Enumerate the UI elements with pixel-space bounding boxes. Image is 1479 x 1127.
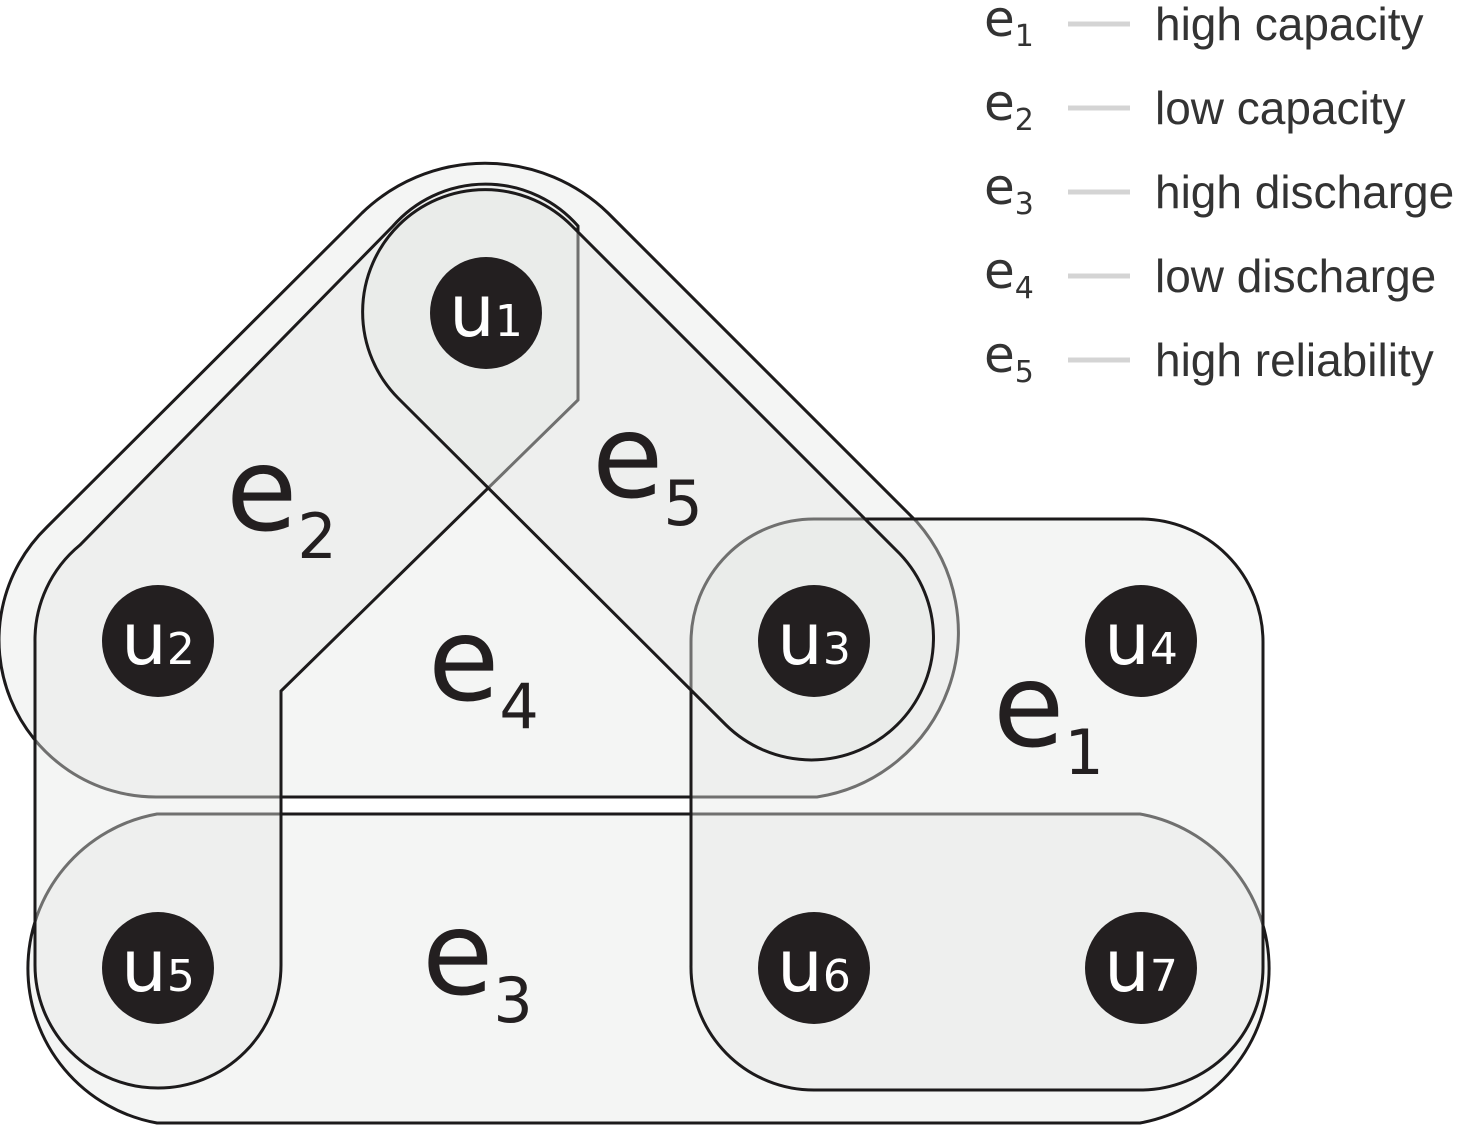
hyperedge-e4-region: [33, 182, 580, 1090]
legend-item-e5: e5 high reliability: [984, 326, 1434, 390]
node-u2-circle: [102, 585, 214, 697]
node-u7-label: u7: [1104, 924, 1178, 1008]
node-u1-circle: [430, 257, 542, 369]
node-u7: u7: [1085, 912, 1197, 1024]
legend-symbol-e2: e2: [984, 74, 1034, 138]
hyperedge-label-e3: e3: [422, 887, 533, 1037]
legend-item-e2: e2 low capacity: [984, 74, 1406, 138]
legend-item-e1: e1 high capacity: [984, 0, 1424, 54]
node-u5-label: u5: [121, 924, 195, 1008]
hyperedge-e3-region: [26, 812, 1271, 1125]
node-u5-circle: [102, 912, 214, 1024]
node-u2-label: u2: [121, 597, 195, 681]
legend: e1 high capacity e2 low capacity e3 high…: [984, 0, 1454, 390]
hyperedge-label-e5: e5: [592, 390, 703, 540]
node-u3: u3: [758, 585, 870, 697]
legend-item-e3: e3 high discharge: [984, 158, 1454, 222]
legend-label-e4: low discharge: [1155, 250, 1436, 302]
legend-symbol-e3: e3: [984, 158, 1034, 222]
node-u7-circle: [1085, 912, 1197, 1024]
hyperedge-label-e4: e4: [428, 593, 539, 743]
legend-symbol-e1: e1: [984, 0, 1034, 54]
node-u1-label: u1: [449, 269, 523, 353]
node-u6-circle: [758, 912, 870, 1024]
legend-item-e4: e4 low discharge: [984, 242, 1436, 306]
node-u4-label: u4: [1104, 597, 1178, 681]
node-u3-label: u3: [777, 597, 851, 681]
node-u2: u2: [102, 585, 214, 697]
node-u1: u1: [430, 257, 542, 369]
node-u6-label: u6: [777, 924, 851, 1008]
legend-symbol-e4: e4: [984, 242, 1034, 306]
legend-symbol-e5: e5: [984, 326, 1034, 390]
node-u3-circle: [758, 585, 870, 697]
legend-label-e5: high reliability: [1155, 334, 1434, 386]
legend-label-e1: high capacity: [1155, 0, 1424, 50]
legend-label-e3: high discharge: [1155, 166, 1454, 218]
legend-label-e2: low capacity: [1155, 82, 1406, 134]
node-u6: u6: [758, 912, 870, 1024]
hyperedge-label-e2: e2: [226, 423, 337, 573]
node-u4: u4: [1085, 585, 1197, 697]
node-u5: u5: [102, 912, 214, 1024]
node-u4-circle: [1085, 585, 1197, 697]
hyperedge-label-e1: e1: [993, 639, 1104, 789]
